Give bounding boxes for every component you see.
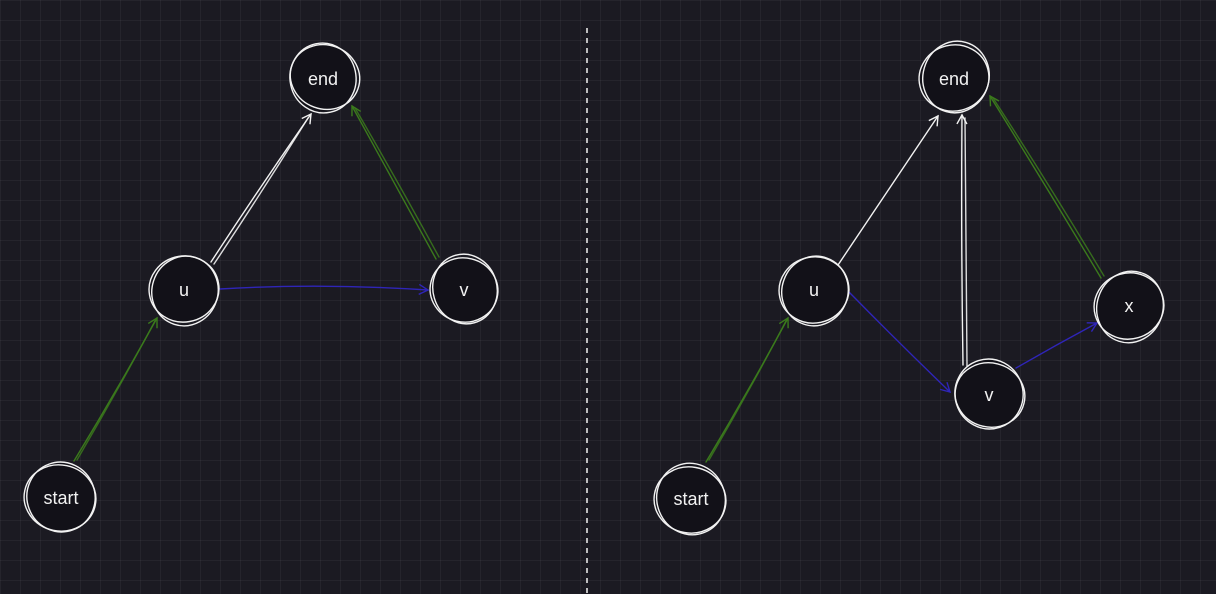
left-node-u[interactable]: u xyxy=(143,248,227,335)
right-edge-v-x xyxy=(1015,322,1099,369)
right-edge-u-v xyxy=(847,290,952,393)
left-node-v[interactable]: v xyxy=(423,247,505,332)
right-node-u[interactable]: u xyxy=(772,247,858,335)
left-edge-v-end xyxy=(351,104,440,260)
left-node-start[interactable]: start xyxy=(17,452,105,541)
right-edge-x-end xyxy=(989,94,1105,279)
right-edge-start-u xyxy=(705,316,789,463)
right-node-start-label: start xyxy=(673,489,708,509)
left-node-end-label: end xyxy=(308,69,338,89)
left-node-v-label: v xyxy=(460,280,469,300)
left-node-start-label: start xyxy=(43,488,78,508)
left-edge-u-end xyxy=(210,112,312,265)
right-node-end[interactable]: end xyxy=(912,33,998,120)
right-node-start[interactable]: start xyxy=(646,453,736,545)
right-node-v[interactable]: v xyxy=(946,350,1032,438)
right-node-u-label: u xyxy=(809,280,819,300)
left-node-end[interactable]: end xyxy=(281,35,369,119)
left-edge-start-u xyxy=(73,316,158,462)
left-node-u-label: u xyxy=(179,280,189,300)
right-edge-u-end xyxy=(837,114,939,266)
left-edge-u-v xyxy=(219,283,430,296)
right-node-v-label: v xyxy=(985,385,994,405)
right-node-x[interactable]: x xyxy=(1086,263,1172,352)
right-node-end-label: end xyxy=(939,69,969,89)
right-node-x-label: x xyxy=(1125,296,1134,316)
right-edge-v-end xyxy=(956,113,968,367)
